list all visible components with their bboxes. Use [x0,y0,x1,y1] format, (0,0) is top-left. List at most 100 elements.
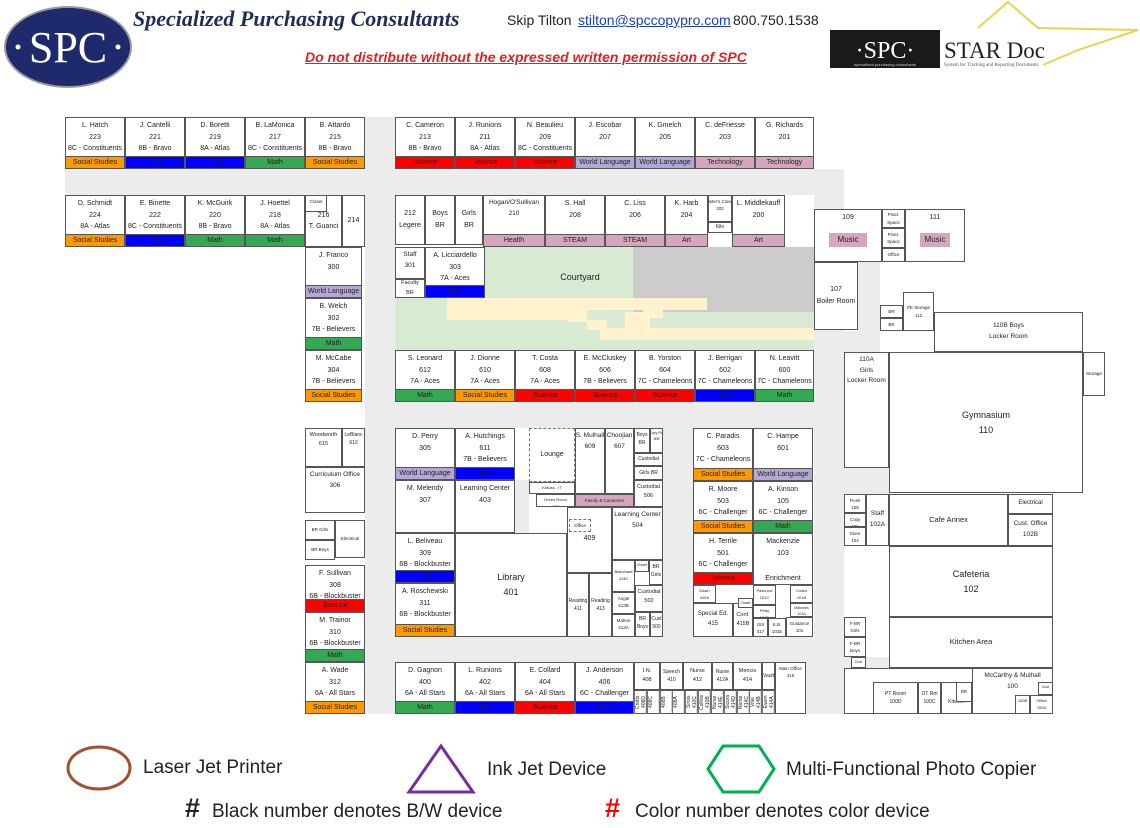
room-number: Sciences [595,504,613,506]
subject-band: ELA [186,156,244,168]
hallway [844,657,889,668]
room-copy-rm: Copy Rm508 [650,428,663,453]
legend-laser-jet-label: Laser Jet Printer [143,757,283,778]
room-number: 400 [419,678,431,686]
company-name: Specialized Purchasing Consultants [133,6,460,31]
room-label: Kitchen Area [949,637,993,647]
room-girls-br: Girls BR [634,466,663,480]
room-number: Boys [636,624,649,631]
room-number: 312 [329,678,341,686]
room-number: Space [887,219,900,225]
room-label: Woodworth [309,432,338,438]
subject-band: ELA [456,701,514,713]
room-team: 7B - Believers [311,378,356,386]
room-number: 603 [717,444,729,452]
room-number: 412A [716,677,729,683]
room-label: Family & Consumer [584,498,625,503]
room-number: 304 [327,366,340,374]
room-label: Learning Center [614,511,661,518]
room-label: M. McCabe [315,355,352,362]
subject-band: Health [484,234,544,246]
room-label: Closet [637,563,647,567]
small-office: Crotts 408D [634,690,647,714]
star-doc-spc-subtitle: specialized purchasing consultants [854,62,916,67]
room-label: Girls [461,210,477,218]
room-number: 103 [777,549,789,557]
subject-band: World Language [576,156,634,168]
hallway [365,402,814,428]
room-label: Cust [651,616,662,622]
room-number: Space [887,239,900,244]
room-team: 6A - All Stars [404,690,446,698]
room-i-n: I.N.408 [634,662,660,690]
email-link[interactable]: stilton@spccopypro.com [578,12,731,28]
room-number: 205 [659,133,671,141]
room-label: Office [574,522,586,528]
room-team: 409 [583,535,596,543]
star-doc-spc-text: ·SPC· [856,38,915,64]
room-team: 6A - All Stars [464,690,506,698]
subject-band: Math [306,337,361,349]
room-label: Pract. [887,231,900,237]
room-number: 208 [569,211,581,219]
room-number: BR [435,222,445,229]
room-number: 224 [89,211,101,219]
room-number: 412 [692,677,703,683]
star-doc-logo: ·SPC· specialized purchasing consultants… [830,0,1139,68]
room-team: 6B - Blockbuster [399,611,451,619]
room-label: LeBlanc [344,432,363,438]
room-cust: Cust [851,657,866,668]
room-number: 604 [659,366,671,374]
room-label: Closet [740,601,751,605]
room-number: 501 [717,549,729,557]
room-pract: Pract. Space [882,228,905,248]
room-number: 311 [419,599,431,607]
room-number: 602 [719,366,731,374]
room-team: 8A - Atlas [260,223,290,231]
room-number: 108 [851,505,859,511]
room-team: T. Guanci [308,223,339,231]
room-team: 7B - Believers [463,456,507,464]
room-br-girls: BR Girls [305,520,335,540]
room-team: 6C - Challenger [758,509,808,517]
room-number: 104 [851,538,859,544]
room-label: Dawn [699,588,710,593]
room-label: D. Gagnon [408,667,442,674]
room-br: BR [880,305,903,318]
room-label: Girls BR [639,469,658,476]
room-label: Custodial [637,484,660,490]
room-409: 409 [567,507,612,573]
room-office: Office [882,248,905,262]
room-label: BR Girls [311,527,329,533]
room-label: N. Leavitt [769,355,800,362]
room-label: L. Beliveau [407,538,443,545]
subject-band: World Language [636,156,694,168]
room-number: 609 [584,442,596,450]
room-team: 7C - Chameleons [757,378,812,386]
room-label: F. Sullivan [319,570,351,577]
room-number: 502 [644,598,654,605]
hallway [844,468,889,494]
room-number: 222 [149,211,161,219]
room-label: Boys [432,210,448,218]
